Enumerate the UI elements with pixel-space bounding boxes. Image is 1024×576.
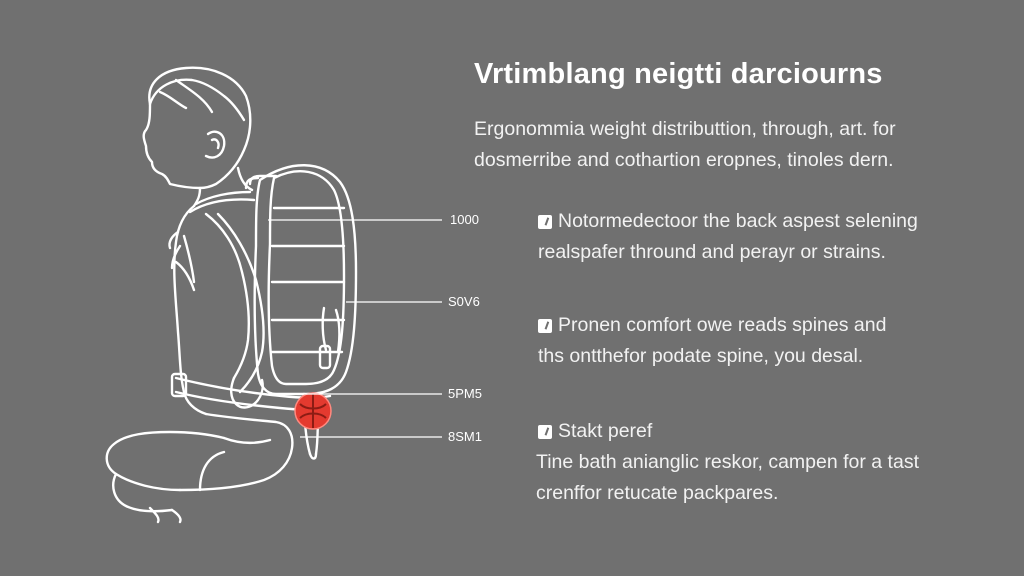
arm-outline (204, 212, 250, 380)
feature-text: Notormedectoor the back aspest selening (558, 210, 918, 232)
feature-text: ths ontthefor podate spine, you desal. (538, 345, 864, 367)
feature-text: crenffor retucate packpares. (536, 482, 779, 504)
shoulder-strap (194, 190, 252, 206)
torso-outline (173, 204, 208, 416)
legs-outline (105, 430, 226, 492)
callout-label-2: S0V6 (448, 294, 480, 309)
pressure-point-icon (294, 392, 332, 430)
feature-heading: Stakt peref (558, 420, 653, 442)
feature-text: Pronen comfort owe reads spines and (558, 314, 887, 336)
backpack (244, 164, 358, 460)
head-outline (142, 66, 252, 190)
intro-line: dosmerribe and cothartion eropnes, tinol… (474, 149, 894, 171)
intro-line: Ergonommia weight distributtion, through… (474, 118, 896, 140)
feature-text: realspafer thround and perayr or strains… (538, 241, 886, 263)
checkbox-icon (538, 318, 552, 333)
feature-text: Tine bath anianglic reskor, campen for a… (536, 451, 919, 473)
feature-item: Notormedectoor the back aspest selening … (538, 206, 998, 268)
feature-item: Pronen comfort owe reads spines and ths … (538, 310, 998, 372)
checkbox-icon (538, 214, 552, 229)
intro-paragraph: Ergonommia weight distributtion, through… (474, 114, 994, 176)
feature-item: Stakt peref Tine bath anianglic reskor, … (536, 416, 998, 509)
callout-label-4: 8SM1 (448, 429, 482, 444)
person-with-backpack-illustration (105, 66, 442, 524)
callout-label-3: 5PM5 (448, 386, 482, 401)
page-title: Vrtimblang neigtti darciourns (474, 58, 883, 90)
checkbox-icon (538, 424, 552, 439)
callout-label-1: 1000 (450, 212, 479, 227)
